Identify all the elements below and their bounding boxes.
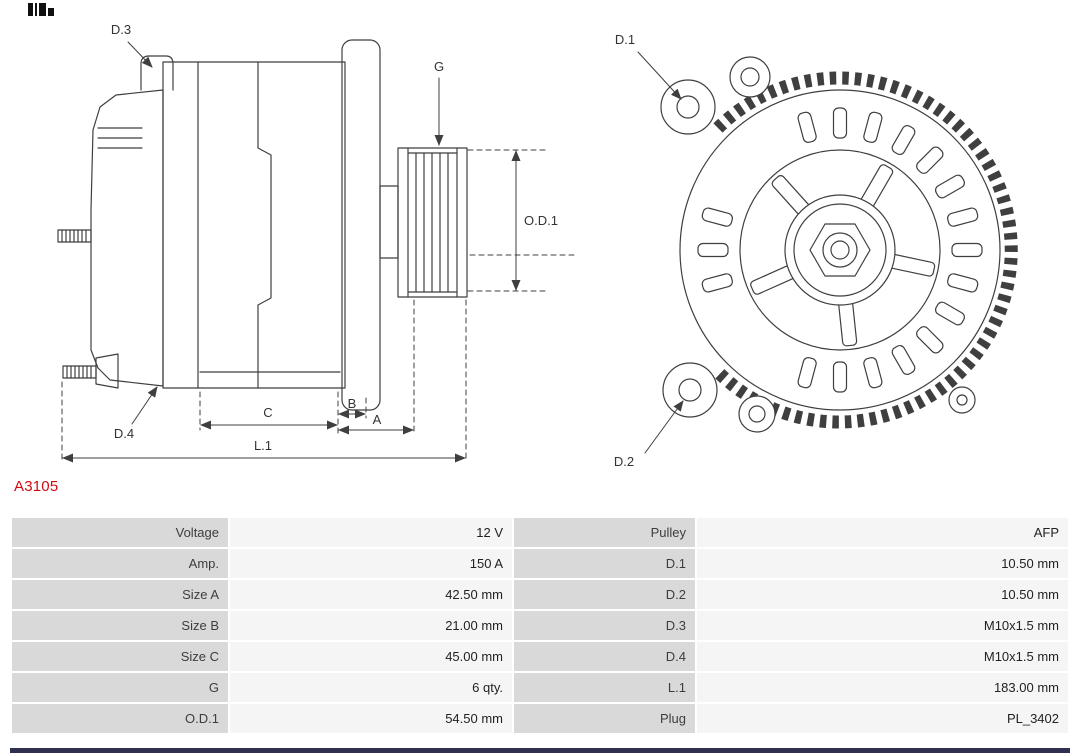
table-row: Amp. 150 A D.1 10.50 mm	[12, 549, 1068, 578]
mounting-tab-right	[948, 386, 976, 414]
spec-value-cell: 150 A	[230, 549, 512, 578]
part-number: A3105	[14, 478, 59, 495]
mounting-lug-bottom	[738, 395, 776, 433]
shaft-nut	[809, 223, 871, 277]
table-row: Size A 42.50 mm D.2 10.50 mm	[12, 580, 1068, 609]
spec-value-cell: AFP	[697, 518, 1068, 547]
spec-table: Voltage 12 V Pulley AFP Amp. 150 A D.1 1…	[10, 516, 1070, 735]
spec-value-cell: 6 qty.	[230, 673, 512, 702]
dim-label-d2: D.2	[614, 454, 634, 469]
spec-value-cell: 10.50 mm	[697, 580, 1068, 609]
spec-value-cell: 12 V	[230, 518, 512, 547]
spec-label-cell: Amp.	[12, 549, 228, 578]
table-row: Size C 45.00 mm D.4 M10x1.5 mm	[12, 642, 1068, 671]
stator-body	[162, 61, 346, 389]
spec-value-cell: 42.50 mm	[230, 580, 512, 609]
alternator-technical-drawing: D.3 D.4 G O.D.1 C B A L.1	[28, 3, 1018, 469]
spec-label-cell: Voltage	[12, 518, 228, 547]
spec-label-cell: Size C	[12, 642, 228, 671]
dimension-lines	[62, 150, 521, 463]
logo-mark	[28, 3, 54, 16]
mounting-lug-bottom-left	[662, 362, 718, 418]
spec-label-cell: Plug	[514, 704, 695, 733]
spec-label-cell: D.1	[514, 549, 695, 578]
spec-label-cell: D.4	[514, 642, 695, 671]
spec-label-cell: O.D.1	[12, 704, 228, 733]
spec-label-cell: Size B	[12, 611, 228, 640]
pulley-side	[397, 147, 468, 298]
spec-value-cell: 54.50 mm	[230, 704, 512, 733]
dim-label-l1: L.1	[254, 438, 272, 453]
rear-view-drawing	[637, 51, 1018, 454]
spec-label-cell: D.2	[514, 580, 695, 609]
spec-value-cell: 21.00 mm	[230, 611, 512, 640]
dim-label-c: C	[263, 405, 272, 420]
dim-label-a: A	[373, 412, 382, 427]
side-view-drawing	[57, 39, 579, 463]
spec-value-cell: M10x1.5 mm	[697, 642, 1068, 671]
spec-value-cell: PL_3402	[697, 704, 1068, 733]
dim-label-d1: D.1	[615, 32, 635, 47]
spec-value-cell: 10.50 mm	[697, 549, 1068, 578]
table-row: Size B 21.00 mm D.3 M10x1.5 mm	[12, 611, 1068, 640]
table-row: G 6 qty. L.1 183.00 mm	[12, 673, 1068, 702]
table-row: Voltage 12 V Pulley AFP	[12, 518, 1068, 547]
vent-slots	[697, 107, 983, 393]
spec-label-cell: L.1	[514, 673, 695, 702]
dim-label-d4: D.4	[114, 426, 134, 441]
mounting-stud-lower	[62, 353, 119, 389]
table-row: O.D.1 54.50 mm Plug PL_3402	[12, 704, 1068, 733]
mounting-lug-top	[729, 56, 771, 98]
dim-label-g: G	[434, 59, 444, 74]
spec-label-cell: Size A	[12, 580, 228, 609]
mounting-lug-top-left	[660, 79, 716, 135]
toothed-ring	[713, 71, 1018, 429]
spec-value-cell: 45.00 mm	[230, 642, 512, 671]
spec-label-cell: D.3	[514, 611, 695, 640]
rear-leader-lines	[637, 51, 684, 454]
shaft-collar	[379, 185, 399, 259]
next-section-edge	[10, 748, 1070, 753]
mounting-ear-top	[140, 55, 174, 91]
rear-housing	[90, 89, 164, 387]
dim-label-b: B	[348, 396, 357, 411]
spec-value-cell: 183.00 mm	[697, 673, 1068, 702]
dim-label-od1: O.D.1	[524, 213, 558, 228]
spec-value-cell: M10x1.5 mm	[697, 611, 1068, 640]
spec-label-cell: G	[12, 673, 228, 702]
spec-label-cell: Pulley	[514, 518, 695, 547]
extension-lines	[61, 149, 579, 462]
front-bracket	[341, 39, 381, 411]
terminal-stud-upper	[57, 229, 92, 243]
leader-lines	[127, 41, 444, 425]
dim-label-d3: D.3	[111, 22, 131, 37]
pulley-front	[739, 149, 941, 351]
